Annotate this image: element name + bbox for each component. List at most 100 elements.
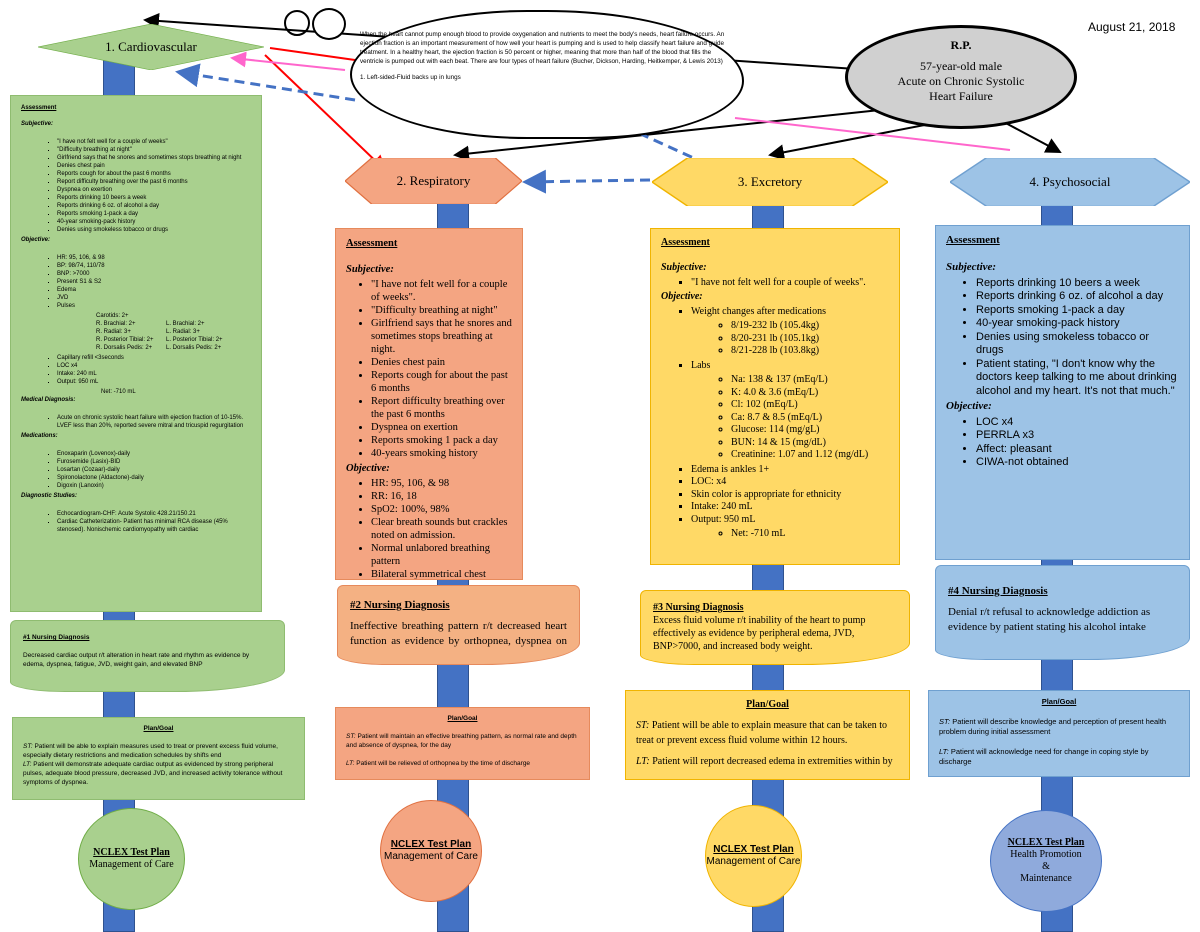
cardio-objective-item: Capillary refill <3seconds <box>57 354 251 362</box>
cardio-dx-text: Decreased cardiac output r/t alteration … <box>23 652 250 668</box>
nclex-title: NCLEX Test Plan <box>93 847 170 858</box>
cardio-objective-item: JVD <box>57 294 251 302</box>
pulse-value <box>166 312 236 320</box>
cardio-plan-goal: Plan/Goal ST: Patient will be able to ex… <box>12 717 305 800</box>
lt-label: LT: <box>636 756 650 767</box>
psych-dx-text: Denial r/t refusal to acknowledge addict… <box>948 606 1151 633</box>
excr-title: 3. Excretory <box>737 174 803 189</box>
st-label: ST: <box>346 733 356 740</box>
resp-subjective-item: Report difficulty breathing over the pas… <box>371 395 512 421</box>
resp-lt-goal: Patient will be relieved of orthopnea by… <box>356 760 531 767</box>
pulse-value: R. Posterior Tibial: 2+ <box>96 337 154 343</box>
cardio-diagnostic-item: Echocardiogram-CHF: Acute Systolic 428.2… <box>57 510 251 518</box>
excr-lt-goal: Patient will report decreased edema in e… <box>652 756 893 767</box>
resp-subjective-item: Reports smoking 1 pack a day <box>371 434 512 447</box>
pulse-row: R. Brachial: 2+L. Brachial: 2+ <box>96 320 251 328</box>
cardio-objective-item: BNP: >7000 <box>57 270 251 278</box>
excr-objective-item: Intake: 240 mL <box>691 501 889 514</box>
date: August 21, 2018 <box>1088 20 1176 34</box>
excr-lab-item: K: 4.0 & 3.6 (mEq/L) <box>731 387 889 400</box>
cardio-subjective-item: 40-year smoking-pack history <box>57 218 251 226</box>
cardio-subjective-item: Reports drinking 6 oz. of alcohol a day <box>57 202 251 210</box>
cardio-objective-item: HR: 95, 106, & 98 <box>57 254 251 262</box>
resp-nclex: NCLEX Test Plan Management of Care <box>380 800 482 902</box>
cardio-assessment-box: Assessment Subjective: "I have not felt … <box>10 95 262 612</box>
psych-objective-item: PERRLA x3 <box>976 429 1179 443</box>
cardio-subjective-item: "I have not felt well for a couple of we… <box>57 138 251 146</box>
excr-objective-item: Output: 950 mL <box>691 514 889 527</box>
pulse-value: L. Brachial: 2+ <box>166 321 205 327</box>
excr-weight-item: 8/20-231 lb (105.1kg) <box>731 333 889 346</box>
patient-initials: R.P. <box>950 38 972 52</box>
psych-subjective-item: Patient stating, "I don't know why the d… <box>976 358 1179 399</box>
nclex-category: Health Promotion <box>1010 849 1082 860</box>
excr-labs-label: Labs <box>691 360 889 373</box>
resp-st-goal: Patient will maintain an effective breat… <box>346 733 577 749</box>
psych-objective-label: Objective: <box>946 400 992 412</box>
resp-objective-item: Normal unlabored breathing pattern <box>371 542 512 568</box>
excr-lab-item: Glucose: 114 (mg/gL) <box>731 424 889 437</box>
excr-weight-item: 8/21-228 lb (103.8kg) <box>731 345 889 358</box>
cardio-header: 1. Cardiovascular <box>38 24 264 70</box>
resp-subjective-item: 40-years smoking history <box>371 447 512 460</box>
excr-objective-label: Objective: <box>661 291 703 302</box>
pulse-row: R. Radial: 3+ L. Radial: 3+ <box>96 328 251 336</box>
cardio-title: 1. Cardiovascular <box>105 39 197 54</box>
cardio-dx-title: #1 Nursing Diagnosis <box>23 634 90 641</box>
psych-objective-item: CIWA-not obtained <box>976 456 1179 470</box>
arrow-red-cardio <box>269 47 356 61</box>
pulse-value: R. Radial: 3+ <box>96 329 131 335</box>
pulse-row: R. Posterior Tibial: 2+L. Posterior Tibi… <box>96 336 251 344</box>
cardio-subjective-item: Report difficulty breathing over the pas… <box>57 178 251 186</box>
psych-assessment-box: Assessment Subjective: Reports drinking … <box>935 225 1190 560</box>
excr-nursing-diagnosis: #3 Nursing Diagnosis Excess fluid volume… <box>640 590 910 665</box>
resp-assessment-heading: Assessment <box>346 238 398 249</box>
cardio-objective-item: LOC x4 <box>57 362 251 370</box>
excr-plan-title: Plan/Goal <box>746 699 789 710</box>
st-label: ST: <box>23 743 33 750</box>
resp-objective-item: HR: 95, 106, & 98 <box>371 477 512 490</box>
cardio-st-goal: Patient will be able to explain measures… <box>23 743 278 759</box>
psych-assessment-heading: Assessment <box>946 234 1000 246</box>
resp-header: 2. Respiratory <box>345 158 522 204</box>
psych-subjective-item: Denies using smokeless tobacco or drugs <box>976 331 1179 358</box>
thought-bubble-dot <box>284 10 310 36</box>
cardio-medication-item: Furosemide (Lasix)-BID <box>57 458 251 466</box>
psych-plan-goal: Plan/Goal ST: Patient will describe know… <box>928 690 1190 777</box>
cardio-diagnostic-label: Diagnostic Studies: <box>21 493 78 499</box>
cardio-subjective-item: Denies chest pain <box>57 162 251 170</box>
excr-assessment-box: Assessment Subjective: "I have not felt … <box>650 228 900 565</box>
excr-dx-title: #3 Nursing Diagnosis <box>653 602 744 613</box>
excr-header: 3. Excretory <box>652 158 888 206</box>
nclex-category-amp: & <box>1042 861 1050 872</box>
excr-weight-item: 8/19-232 lb (105.4kg) <box>731 320 889 333</box>
excr-lab-item: Cl: 102 (mEq/L) <box>731 399 889 412</box>
cardio-objective-item: Output: 950 mL <box>57 378 251 386</box>
pulse-row: R. Dorsalis Pedis: 2+L. Dorsalis Pedis: … <box>96 344 251 352</box>
psych-subjective-item: Reports drinking 10 beers a week <box>976 277 1179 291</box>
cardio-objective-item: Present S1 & S2 <box>57 278 251 286</box>
cardio-subjective-item: Reports drinking 10 beers a week <box>57 194 251 202</box>
psych-objective-item: Affect: pleasant <box>976 443 1179 457</box>
cardio-objective-label: Objective: <box>21 237 51 243</box>
resp-dx-title: #2 Nursing Diagnosis <box>350 599 450 611</box>
st-label: ST: <box>636 720 650 731</box>
resp-subjective-item: "I have not felt well for a couple of we… <box>371 278 512 304</box>
cardio-medication-item: Spironolactone (Aldactone)-daily <box>57 474 251 482</box>
cardio-medication-item: Digoxin (Lanoxin) <box>57 482 251 490</box>
nclex-category: Management of Care <box>89 859 174 870</box>
arrow-rp-to-excr <box>768 121 941 161</box>
resp-plan-title: Plan/Goal <box>447 715 478 722</box>
cardio-net-output: Net: -710 mL <box>101 389 136 395</box>
excr-objective-item: Edema is ankles 1+ <box>691 464 889 477</box>
pulse-value: L. Radial: 3+ <box>166 329 200 335</box>
patient-age-sex: 57-year-old male <box>919 59 1003 73</box>
cardio-medication-item: Enoxaparin (Lovenox)-daily <box>57 450 251 458</box>
psych-st-goal: Patient will describe knowledge and perc… <box>939 717 1167 736</box>
psych-dx-title: #4 Nursing Diagnosis <box>948 585 1048 597</box>
nclex-title: NCLEX Test Plan <box>713 844 794 855</box>
cardio-nclex: NCLEX Test Plan Management of Care <box>78 808 185 910</box>
cardio-subjective-item: Reports smoking 1-pack a day <box>57 210 251 218</box>
nclex-category: Management of Care <box>384 851 478 862</box>
cardio-diagnostic-item: Cardiac Catheterization- Patient has min… <box>57 518 251 534</box>
